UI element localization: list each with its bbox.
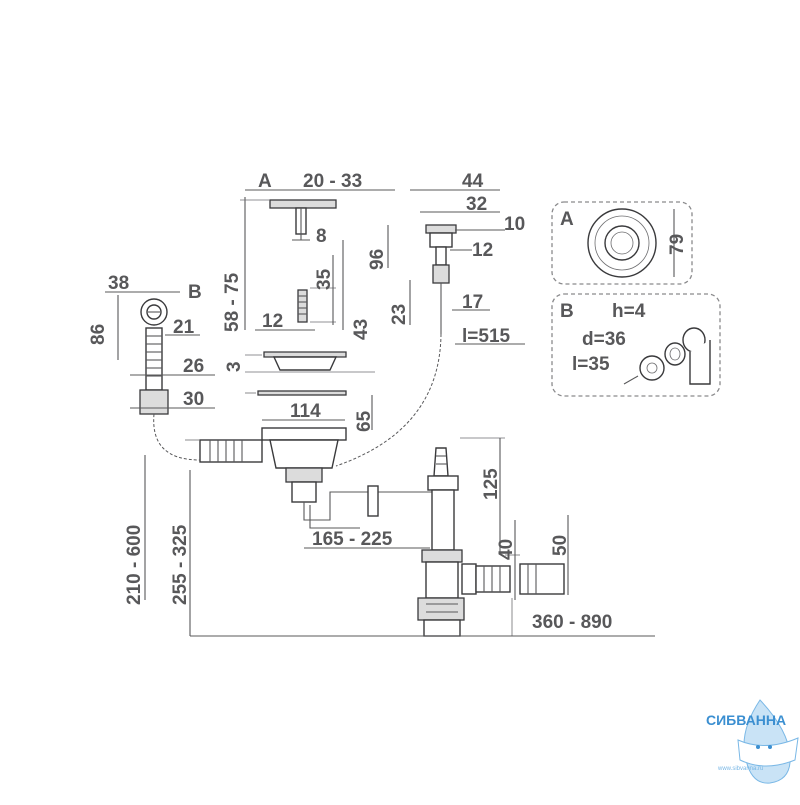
dim-65: 65 (354, 410, 375, 432)
dim-50: 50 (550, 535, 571, 556)
dim-86: 86 (88, 324, 109, 345)
detail-box-b: B h=4 d=36 l=35 (551, 293, 721, 397)
dim-44: 44 (462, 171, 484, 192)
trap-outlet (461, 563, 511, 595)
dim-40: 40 (496, 539, 517, 560)
dishwasher-inlet (427, 447, 459, 551)
horizontal-drain-pipe (303, 485, 440, 529)
dim-23: 23 (389, 304, 410, 325)
dim-12-right: 12 (472, 240, 493, 261)
detail-b-d: d=36 (582, 329, 626, 350)
hose-dashed-path (153, 413, 201, 461)
label-b-side: B (188, 282, 202, 303)
dim-10: 10 (504, 214, 525, 235)
dim-8: 8 (316, 226, 327, 247)
dim-30: 30 (183, 389, 204, 410)
overflow-valve-knob (425, 224, 457, 334)
overflow-hose (139, 298, 169, 415)
dim-38: 38 (108, 273, 129, 294)
dim-255-325: 255 - 325 (170, 524, 191, 605)
dim-210-600: 210 - 600 (124, 525, 145, 605)
label-a-box: A (560, 209, 574, 230)
detail-box-a: A 79 (551, 201, 693, 285)
label-b-box: B (560, 301, 574, 322)
brand-logo: СИБВАННА www.sibvanna.ru (706, 699, 799, 784)
dim-96: 96 (367, 249, 388, 270)
sewer-adapter (519, 563, 565, 595)
grate-part (263, 351, 347, 371)
dim-12-left: 12 (262, 311, 283, 332)
dim-l-515: l=515 (462, 326, 511, 347)
dim-21: 21 (173, 317, 195, 338)
dim-165-225: 165 - 225 (312, 529, 393, 550)
dim-114: 114 (290, 401, 321, 422)
dim-43: 43 (351, 319, 372, 340)
strainer-plug-part (269, 199, 337, 240)
bottle-trap (417, 549, 465, 637)
dim-125: 125 (481, 468, 502, 500)
dim-32: 32 (466, 194, 487, 215)
label-a-top: A (258, 171, 272, 192)
drain-screw-part (297, 289, 308, 323)
dim-17: 17 (462, 292, 483, 313)
detail-b-l: l=35 (572, 354, 610, 375)
detail-b-h: h=4 (612, 301, 646, 322)
dim-26: 26 (183, 356, 204, 377)
brand-name: СИБВАННА (706, 712, 786, 728)
dim-3: 3 (224, 361, 245, 372)
overflow-inlet-nozzle (199, 439, 263, 463)
brand-url: www.sibvanna.ru (717, 766, 763, 772)
bowl-drain-body (261, 427, 347, 503)
dim-79: 79 (667, 234, 688, 255)
dim-58-75: 58 - 75 (222, 272, 243, 332)
dim-35: 35 (314, 268, 335, 290)
dim-360-890: 360 - 890 (532, 612, 612, 633)
cable-dashed-path (335, 333, 442, 467)
gasket-part (257, 390, 347, 396)
dim-20-33: 20 - 33 (303, 171, 362, 192)
